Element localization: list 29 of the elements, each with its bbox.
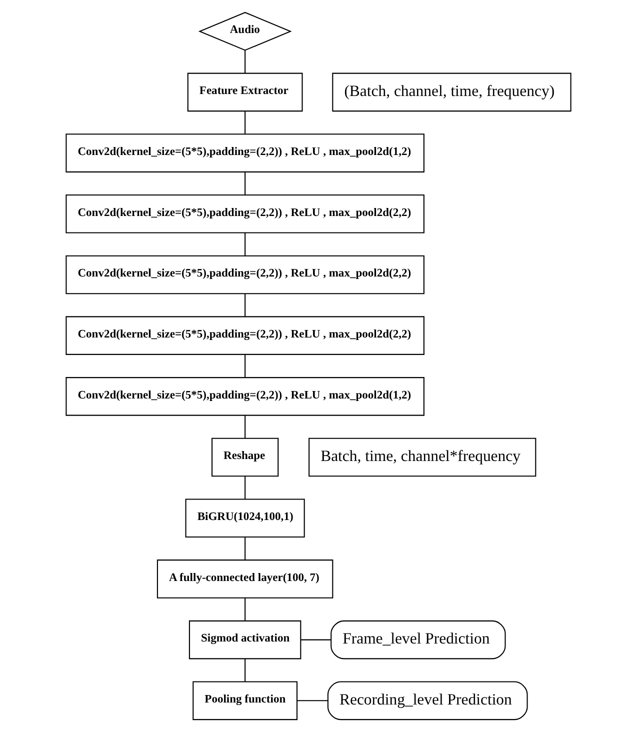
node-box: Batch, time, channel*frequency [308,438,536,477]
node-box: Frame_level Prediction [330,620,506,660]
connector [244,172,246,195]
node-box: Reshape [211,438,278,477]
connector [300,639,330,640]
node-box: Sigmod activation [188,620,301,660]
node-box: Pooling function [192,681,298,720]
connector [244,354,246,378]
node-box: Conv2d(kernel_size=(5*5),padding=(2,2)) , ReLU , max_pool2d(1,2) [65,377,424,416]
connector [296,700,328,702]
connector [244,294,246,317]
node-box: Conv2d(kernel_size=(5*5),padding=(2,2)) , ReLU , max_pool2d(1,2) [65,134,424,172]
node-box: Feature Extractor [186,72,302,112]
connector [244,476,246,500]
node-box: Recording_level Prediction [326,681,528,720]
node-box: A fully-connected layer(100, 7) [156,560,333,598]
node-box: Conv2d(kernel_size=(5*5),padding=(2,2)) , ReLU , max_pool2d(2,2) [65,255,424,294]
node-box: BiGRU(1024,100,1) [184,498,304,538]
node-diamond: Audio [198,12,292,51]
connector [244,537,246,560]
node-box: Conv2d(kernel_size=(5*5),padding=(2,2)) , ReLU , max_pool2d(2,2) [65,316,424,355]
connector [244,415,246,438]
node-box: Conv2d(kernel_size=(5*5),padding=(2,2)) , ReLU , max_pool2d(2,2) [65,194,424,234]
connector [244,50,246,74]
connector [244,232,246,256]
connector [244,658,246,682]
connector [244,111,246,134]
connector [244,598,246,621]
node-box: (Batch, channel, time, frequency) [332,72,571,112]
